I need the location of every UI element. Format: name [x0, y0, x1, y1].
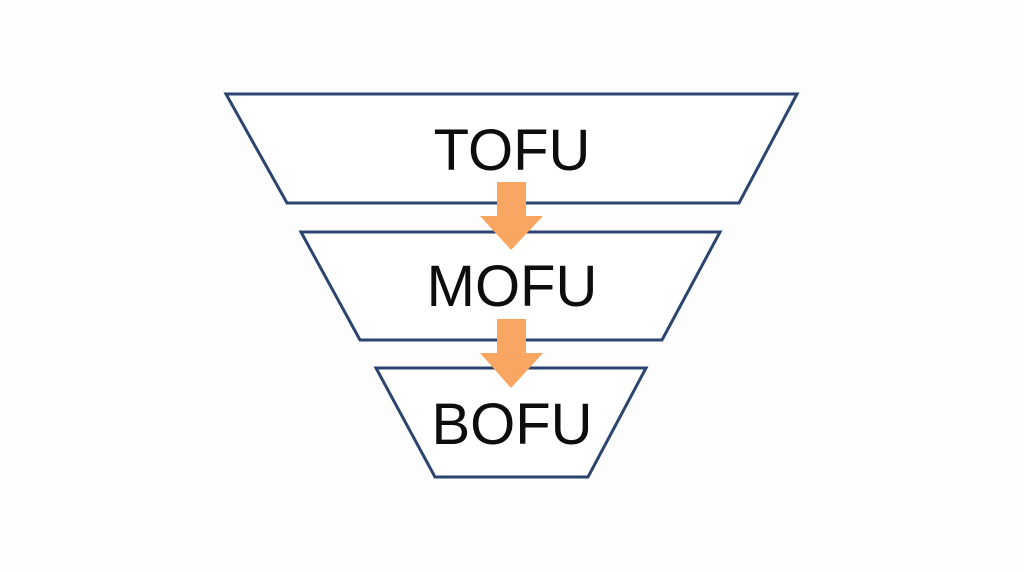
- funnel-stage-mofu-shape: [298, 230, 723, 342]
- arrow-down-icon-mofu-to-bofu: [480, 319, 543, 388]
- funnel-stage-mofu-label: MOFU: [427, 254, 598, 319]
- funnel-stage-tofu-label: TOFU: [434, 118, 591, 183]
- arrow-down-icon-tofu-to-mofu: [480, 182, 543, 250]
- funnel-stage-bofu-shape: [373, 366, 649, 479]
- funnel-stage-bofu-label: BOFU: [431, 392, 592, 457]
- funnel-stage-tofu-shape: [223, 92, 800, 205]
